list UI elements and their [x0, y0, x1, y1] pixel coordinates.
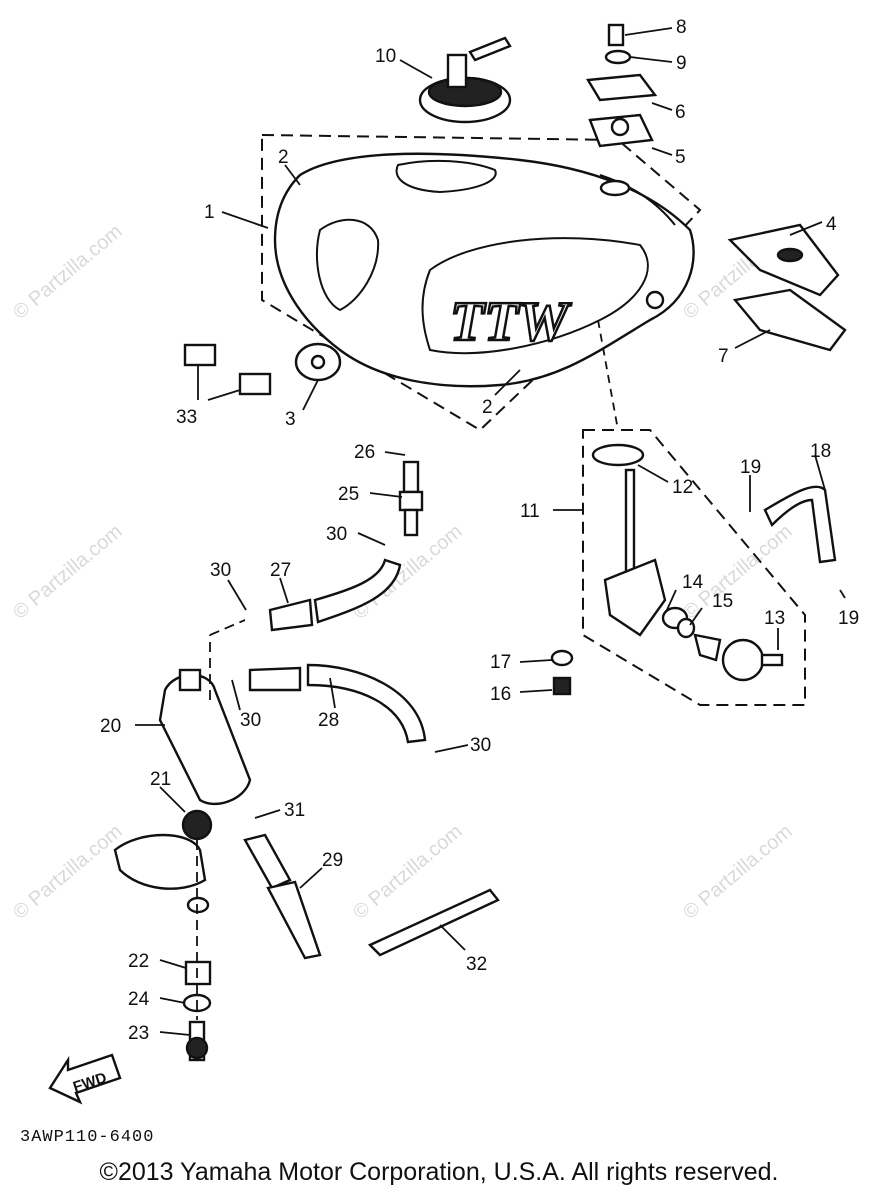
callout-19: 19	[740, 457, 761, 478]
callout-24: 24	[128, 989, 150, 1010]
callouts: 1 2 2 3 4 5 6 7 8 9 10 11 12 13 14 15 16…	[100, 17, 859, 1044]
callout-17: 17	[490, 652, 511, 673]
callout-6: 6	[675, 102, 686, 123]
callout-14: 14	[682, 572, 704, 593]
fuel-pump	[113, 460, 424, 1062]
tank-cap	[418, 36, 512, 124]
callout-16: 16	[490, 684, 511, 705]
watermark: © Partzilla.com	[9, 820, 126, 923]
cock-assembly-outline	[582, 429, 806, 706]
callout-31: 31	[284, 800, 305, 821]
callout-1: 1	[204, 202, 215, 223]
damper-and-pads	[183, 342, 342, 396]
callout-19: 19	[838, 608, 859, 629]
fuel-tank: TTW	[273, 152, 695, 388]
watermark: © Partzilla.com	[9, 220, 126, 323]
callout-23: 23	[128, 1023, 149, 1044]
callout-5: 5	[675, 147, 686, 168]
callout-13: 13	[764, 608, 785, 629]
callout-9: 9	[676, 53, 687, 74]
callout-26: 26	[354, 442, 375, 463]
callout-10: 10	[375, 46, 396, 67]
callout-30: 30	[470, 735, 491, 756]
leader-lines	[135, 27, 846, 1036]
callout-28: 28	[318, 710, 339, 731]
callout-7: 7	[718, 346, 729, 367]
callout-2: 2	[278, 147, 289, 168]
tank-logo: TTW	[450, 291, 572, 353]
callout-3: 3	[285, 409, 296, 430]
diagram-code: 3AWP110-6400	[20, 1128, 155, 1147]
watermark: © Partzilla.com	[9, 520, 126, 623]
callout-30: 30	[210, 560, 231, 581]
callout-18: 18	[810, 441, 831, 462]
callout-25: 25	[338, 484, 359, 505]
fwd-arrow: FWD	[48, 1053, 122, 1105]
callout-30: 30	[326, 524, 347, 545]
callout-21: 21	[150, 769, 171, 790]
callout-8: 8	[676, 17, 687, 38]
callout-12: 12	[672, 477, 693, 498]
callout-22: 22	[128, 951, 149, 972]
callout-2: 2	[482, 397, 493, 418]
callout-11: 11	[520, 501, 540, 522]
copyright-notice: ©2013 Yamaha Motor Corporation, U.S.A. A…	[99, 1158, 779, 1186]
tie-strap	[367, 888, 500, 957]
tank-brackets	[585, 23, 847, 352]
callout-20: 20	[100, 716, 121, 737]
callout-32: 32	[466, 954, 487, 975]
callout-30: 30	[240, 710, 261, 731]
fuel-cock	[550, 443, 784, 696]
callout-33: 33	[176, 407, 197, 428]
hoses	[243, 485, 837, 960]
callout-4: 4	[826, 214, 837, 235]
watermark: © Partzilla.com	[679, 820, 796, 923]
callout-29: 29	[322, 850, 343, 871]
callout-27: 27	[270, 560, 291, 581]
callout-15: 15	[712, 591, 733, 612]
